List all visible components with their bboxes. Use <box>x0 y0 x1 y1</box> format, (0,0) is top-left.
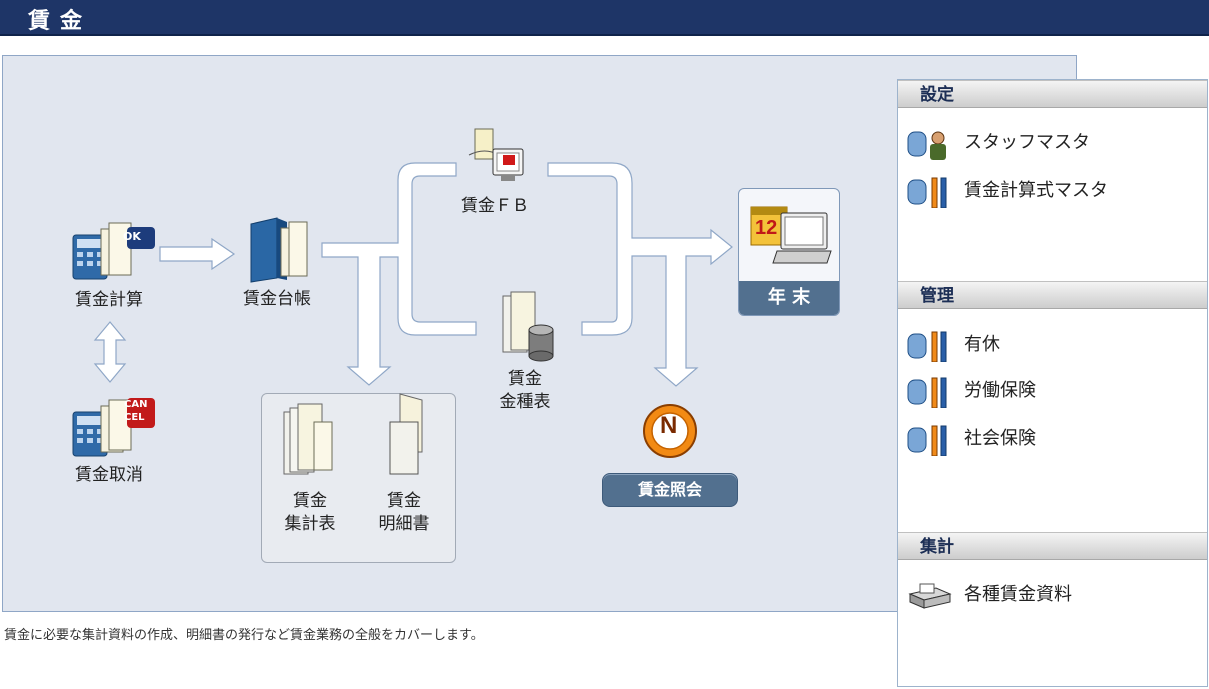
settings-section-title: 設定 <box>898 80 1207 108</box>
calculator-docs-icon <box>72 222 155 280</box>
db-tools-icon <box>907 425 947 456</box>
wage-cancel-node[interactable]: CAN CEL 賃金取消 <box>54 392 164 487</box>
social-insurance-label: 社会保険 <box>964 428 1036 449</box>
wage-calc-node[interactable]: OK 賃金計算 <box>54 215 164 312</box>
calculator-cancel-icon <box>72 398 155 457</box>
summary-docs-icon <box>283 403 333 475</box>
payslip-label-1: 賃金 <box>387 491 421 511</box>
wage-formula-master-label: 賃金計算式マスタ <box>964 180 1108 201</box>
ledger-book-icon <box>250 217 308 283</box>
cancel-badge-top: CAN <box>124 399 148 410</box>
sidebar-item-wage-reports[interactable]: 各種賃金資料 <box>906 576 1196 614</box>
wage-ledger-label: 賃金台帳 <box>243 289 311 309</box>
sidebar-item-paid-leave[interactable]: 有休 <box>906 326 1196 364</box>
branch-ledger <box>321 162 477 386</box>
db-tools-icon <box>907 331 947 362</box>
wage-fb-label: 賃金ＦＢ <box>461 196 529 216</box>
denomination-label-2: 金種表 <box>499 392 551 412</box>
sidebar-item-labor-insurance[interactable]: 労働保険 <box>906 372 1196 410</box>
wage-inquiry-button[interactable]: 賃金照会 <box>602 473 738 507</box>
sidebar-item-staff-master[interactable]: スタッフマスタ <box>906 124 1196 162</box>
aggregate-section-title: 集計 <box>898 532 1207 560</box>
module-description: 賃金に必要な集計資料の作成、明細書の発行など賃金業務の全般をカバーします。 <box>4 628 484 643</box>
summary-report-node[interactable]: 賃金 集計表 <box>264 402 356 536</box>
db-tools-icon <box>907 177 947 208</box>
arrow-calc-to-ledger <box>159 237 236 271</box>
staff-master-label: スタッフマスタ <box>964 132 1090 153</box>
ok-badge: OK <box>123 230 141 243</box>
labor-insurance-label: 労働保険 <box>964 380 1036 401</box>
denomination-label-1: 賃金 <box>508 369 542 389</box>
denomination-node[interactable]: 賃金 金種表 <box>470 290 580 414</box>
db-staff-icon <box>907 131 946 160</box>
summary-label-2: 集計表 <box>284 514 336 534</box>
title-bar: 賃金 <box>0 0 1209 36</box>
payslip-label-2: 明細書 <box>378 514 430 534</box>
sidebar-panel: 設定 スタッフマスタ 賃金計算式マスタ 管理 有休 労働保険 <box>897 79 1208 687</box>
payslip-node[interactable]: 賃金 明細書 <box>358 392 450 536</box>
wage-calc-label: 賃金計算 <box>75 290 143 310</box>
branch-to-year-end <box>547 162 733 387</box>
wage-ledger-node[interactable]: 賃金台帳 <box>222 212 332 311</box>
page-title: 賃金 <box>28 9 93 34</box>
inquiry-icon-letter: N <box>660 412 678 439</box>
cancel-badge-bottom: CEL <box>124 412 145 423</box>
wage-reports-label: 各種賃金資料 <box>964 584 1072 605</box>
calendar-computer-icon <box>750 206 832 264</box>
arrow-calc-cancel <box>93 321 127 383</box>
wage-fb-node[interactable]: 賃金ＦＢ <box>440 125 550 218</box>
management-section-title: 管理 <box>898 281 1207 309</box>
wage-inquiry-node[interactable]: N 賃金照会 <box>600 395 740 510</box>
inquiry-n-icon <box>643 404 697 458</box>
bank-transfer-icon <box>468 128 524 181</box>
year-end-node[interactable]: 12 年 末 <box>738 188 840 316</box>
wage-cancel-label: 賃金取消 <box>75 465 143 485</box>
db-tools-icon <box>907 377 947 408</box>
calendar-number: 12 <box>755 217 778 239</box>
year-end-button[interactable]: 年 末 <box>739 281 839 315</box>
payslip-envelope-icon <box>389 393 423 475</box>
coins-docs-icon <box>502 291 554 362</box>
sidebar-item-social-insurance[interactable]: 社会保険 <box>906 420 1196 458</box>
paid-leave-label: 有休 <box>964 334 1000 355</box>
sidebar-item-wage-formula-master[interactable]: 賃金計算式マスタ <box>906 172 1196 210</box>
summary-label-1: 賃金 <box>293 491 327 511</box>
printer-icon <box>908 583 952 609</box>
